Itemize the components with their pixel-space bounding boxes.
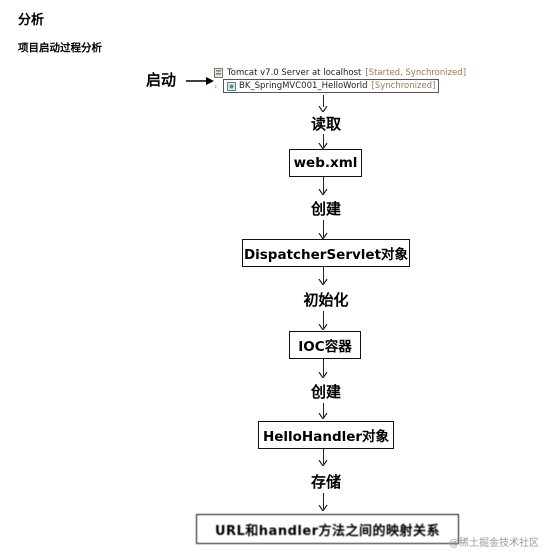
arrow-head	[318, 279, 328, 285]
section-subtitle: 项目启动过程分析	[18, 42, 102, 54]
connector-line	[323, 220, 324, 237]
connector-line	[323, 403, 324, 417]
arrow-head	[318, 106, 328, 112]
connector-line	[323, 449, 324, 464]
arrow-head	[318, 505, 328, 511]
node-url-handler-mapping: URL和handler方法之间的映射关系	[196, 514, 459, 544]
start-arrow	[186, 77, 214, 85]
connector-line	[323, 359, 324, 376]
connector-line	[323, 134, 324, 147]
start-label: 启动	[146, 71, 177, 89]
step-label: 读取	[310, 115, 341, 133]
project-row[interactable]: › BK_SpringMVC001_HelloWorld [Synchroniz…	[214, 79, 440, 93]
step-label: 创建	[310, 200, 341, 218]
connector-line	[323, 95, 324, 107]
project-selection-box: BK_SpringMVC001_HelloWorld [Synchronized…	[223, 79, 440, 93]
project-icon	[227, 81, 236, 91]
connector-line	[323, 493, 324, 509]
section-title: 分析	[18, 13, 45, 28]
server-row[interactable]: Tomcat v7.0 Server at localhost [Started…	[214, 66, 466, 80]
watermark: @稀土掘金技术社区	[449, 538, 539, 549]
arrow-head	[318, 143, 328, 149]
step-label: 初始化	[303, 291, 349, 309]
node-ioc-container: IOC容器	[289, 331, 361, 359]
node-hello-handler: HelloHandler对象	[258, 421, 394, 449]
connector-line	[323, 177, 324, 193]
arrow-head	[318, 460, 328, 466]
connector-line	[323, 311, 324, 328]
server-icon	[214, 68, 223, 78]
project-name: BK_SpringMVC001_HelloWorld	[239, 81, 368, 91]
step-label: 存储	[310, 473, 341, 491]
arrow-head	[318, 233, 328, 239]
arrow-head	[318, 189, 328, 195]
chevron-right-icon: ›	[214, 81, 218, 91]
node-dispatcher-servlet: DispatcherServlet对象	[242, 239, 410, 267]
connector-line	[323, 267, 324, 283]
server-status: [Started, Synchronized]	[365, 68, 467, 78]
server-name: Tomcat v7.0 Server at localhost	[227, 68, 362, 78]
arrow-head	[318, 372, 328, 378]
step-label: 创建	[310, 383, 341, 401]
arrow-head	[318, 324, 328, 330]
arrow-head	[318, 413, 328, 419]
project-status: [Synchronized]	[371, 81, 436, 91]
node-web-xml: web.xml	[289, 149, 362, 177]
